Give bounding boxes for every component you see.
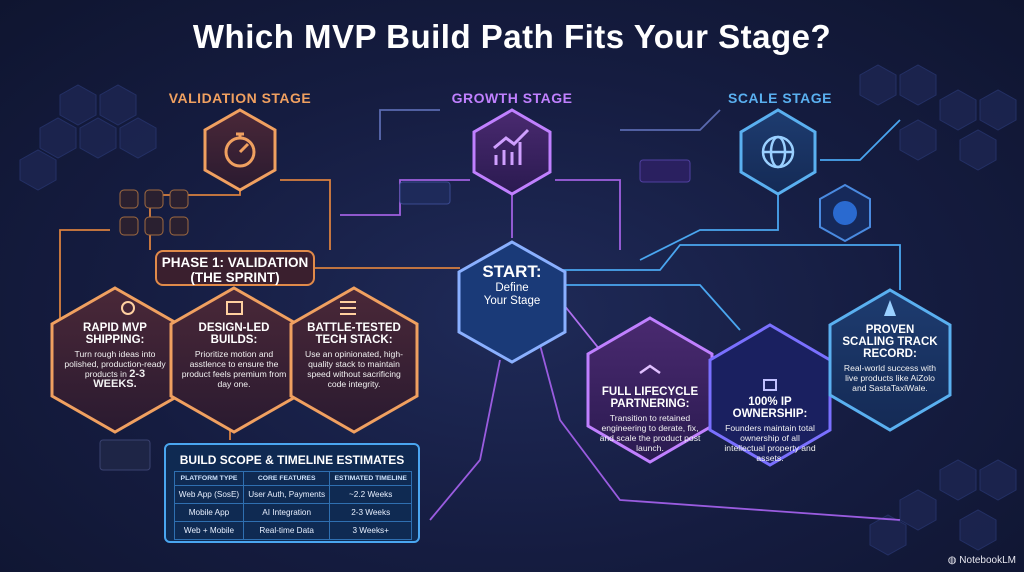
table-cell: 2-3 Weeks — [329, 503, 412, 522]
honeycomb-decoration — [19, 64, 1017, 556]
start-title: START: — [482, 262, 542, 281]
lifecycle-card: FULL LIFECYCLE PARTNERING: Transition to… — [598, 386, 702, 453]
card-title: PROVEN SCALING TRACK RECORD: — [842, 324, 938, 360]
column-header: ESTIMATED TIMELINE — [329, 471, 412, 486]
scale-stage-label: SCALE STAGE — [727, 90, 833, 106]
ip-ownership-card: 100% IP OWNERSHIP: Founders maintain tot… — [720, 396, 820, 463]
validation-stage-label: VALIDATION STAGE — [168, 90, 312, 106]
table-cell: AI Integration — [242, 503, 331, 522]
card-emphasis: 2-3 WEEKS. — [93, 368, 146, 390]
server-icon — [340, 301, 356, 315]
table-row: Web App (SosE) User Auth, Payments ~2.2 … — [174, 485, 412, 504]
page-title: Which MVP Build Path Fits Your Stage? — [192, 18, 832, 55]
column-header: PLATFORM TYPE — [174, 471, 244, 486]
card-title: DESIGN-LED BUILDS: — [198, 322, 270, 346]
stopwatch-icon — [224, 132, 256, 168]
phase-line-1: PHASE 1: VALIDATION — [161, 255, 309, 270]
table-cell: ~2.2 Weeks — [329, 485, 412, 504]
table-row: Web + Mobile Real-time Data 3 Weeks+ — [174, 521, 412, 540]
scaling-card: PROVEN SCALING TRACK RECORD: Real-world … — [840, 324, 940, 393]
start-sub-1: Define — [495, 282, 529, 294]
logo-icon: ◍ — [947, 555, 960, 566]
card-body: Founders maintain total ownership of all… — [724, 423, 816, 463]
table-cell: 3 Weeks+ — [329, 521, 412, 540]
card-title: 100% IP OWNERSHIP: — [732, 396, 808, 420]
table-cell: User Auth, Payments — [242, 485, 331, 504]
phase-1-banner: PHASE 1: VALIDATION (THE SPRINT) — [155, 250, 315, 286]
notebooklm-logo: ◍ NotebookLM — [948, 555, 1016, 566]
card-body: Real-world success with live products li… — [843, 363, 937, 393]
tech-stack-card: BATTLE-TESTED TECH STACK: Use an opinion… — [301, 322, 407, 389]
card-title: FULL LIFECYCLE PARTNERING: — [601, 386, 699, 410]
lock-icon — [763, 379, 777, 391]
card-body: Prioritize motion and asstlence to ensur… — [181, 349, 287, 389]
start-label: START: Define Your Stage — [464, 262, 560, 308]
chip-panels — [99, 159, 691, 471]
card-title: BATTLE-TESTED TECH STACK: — [307, 322, 401, 346]
column-header: CORE FEATURES — [242, 471, 331, 486]
card-body: Use an opinionated, high-quality stack t… — [305, 349, 403, 389]
table-row: Mobile App AI Integration 2-3 Weeks — [174, 503, 412, 522]
table-cell: Web App (SosE) — [174, 485, 244, 504]
start-hex — [457, 240, 567, 364]
design-led-card: DESIGN-LED BUILDS: Prioritize motion and… — [181, 322, 287, 389]
lifecycle-card-shape — [586, 316, 714, 464]
card-body: Transition to retained engineering to de… — [599, 413, 701, 453]
card-title: RAPID MVP SHIPPING: — [83, 322, 147, 346]
card-body: Turn rough ideas into polished, producti… — [64, 349, 166, 379]
tech-stack-card-shape — [289, 286, 419, 434]
logo-text: NotebookLM — [959, 555, 1016, 566]
build-scope-panel: BUILD SCOPE & TIMELINE ESTIMATES PLATFOR… — [164, 443, 420, 543]
globe-icon — [761, 135, 795, 169]
chart-trend-icon — [493, 128, 530, 165]
growth-stage-label: GROWTH STAGE — [451, 90, 573, 106]
phase-line-2: (THE SPRINT) — [190, 270, 280, 285]
table-cell: Web + Mobile — [174, 521, 244, 540]
build-scope-title: BUILD SCOPE & TIMELINE ESTIMATES — [179, 453, 405, 467]
rapid-mvp-card: RAPID MVP SHIPPING: Turn rough ideas int… — [62, 322, 168, 390]
earth-icon — [833, 201, 857, 225]
handshake-icon — [639, 364, 661, 375]
build-scope-table: PLATFORM TYPE CORE FEATURES ESTIMATED TI… — [174, 471, 412, 540]
layout-icon — [226, 301, 243, 315]
table-cell: Mobile App — [174, 503, 244, 522]
rocket-icon — [884, 300, 896, 316]
mini-icon-tiles — [119, 189, 189, 236]
start-sub-2: Your Stage — [483, 295, 541, 307]
table-cell: Real-time Data — [242, 521, 331, 540]
scaling-card-shape — [828, 288, 952, 432]
stopwatch-small-icon — [121, 301, 135, 315]
